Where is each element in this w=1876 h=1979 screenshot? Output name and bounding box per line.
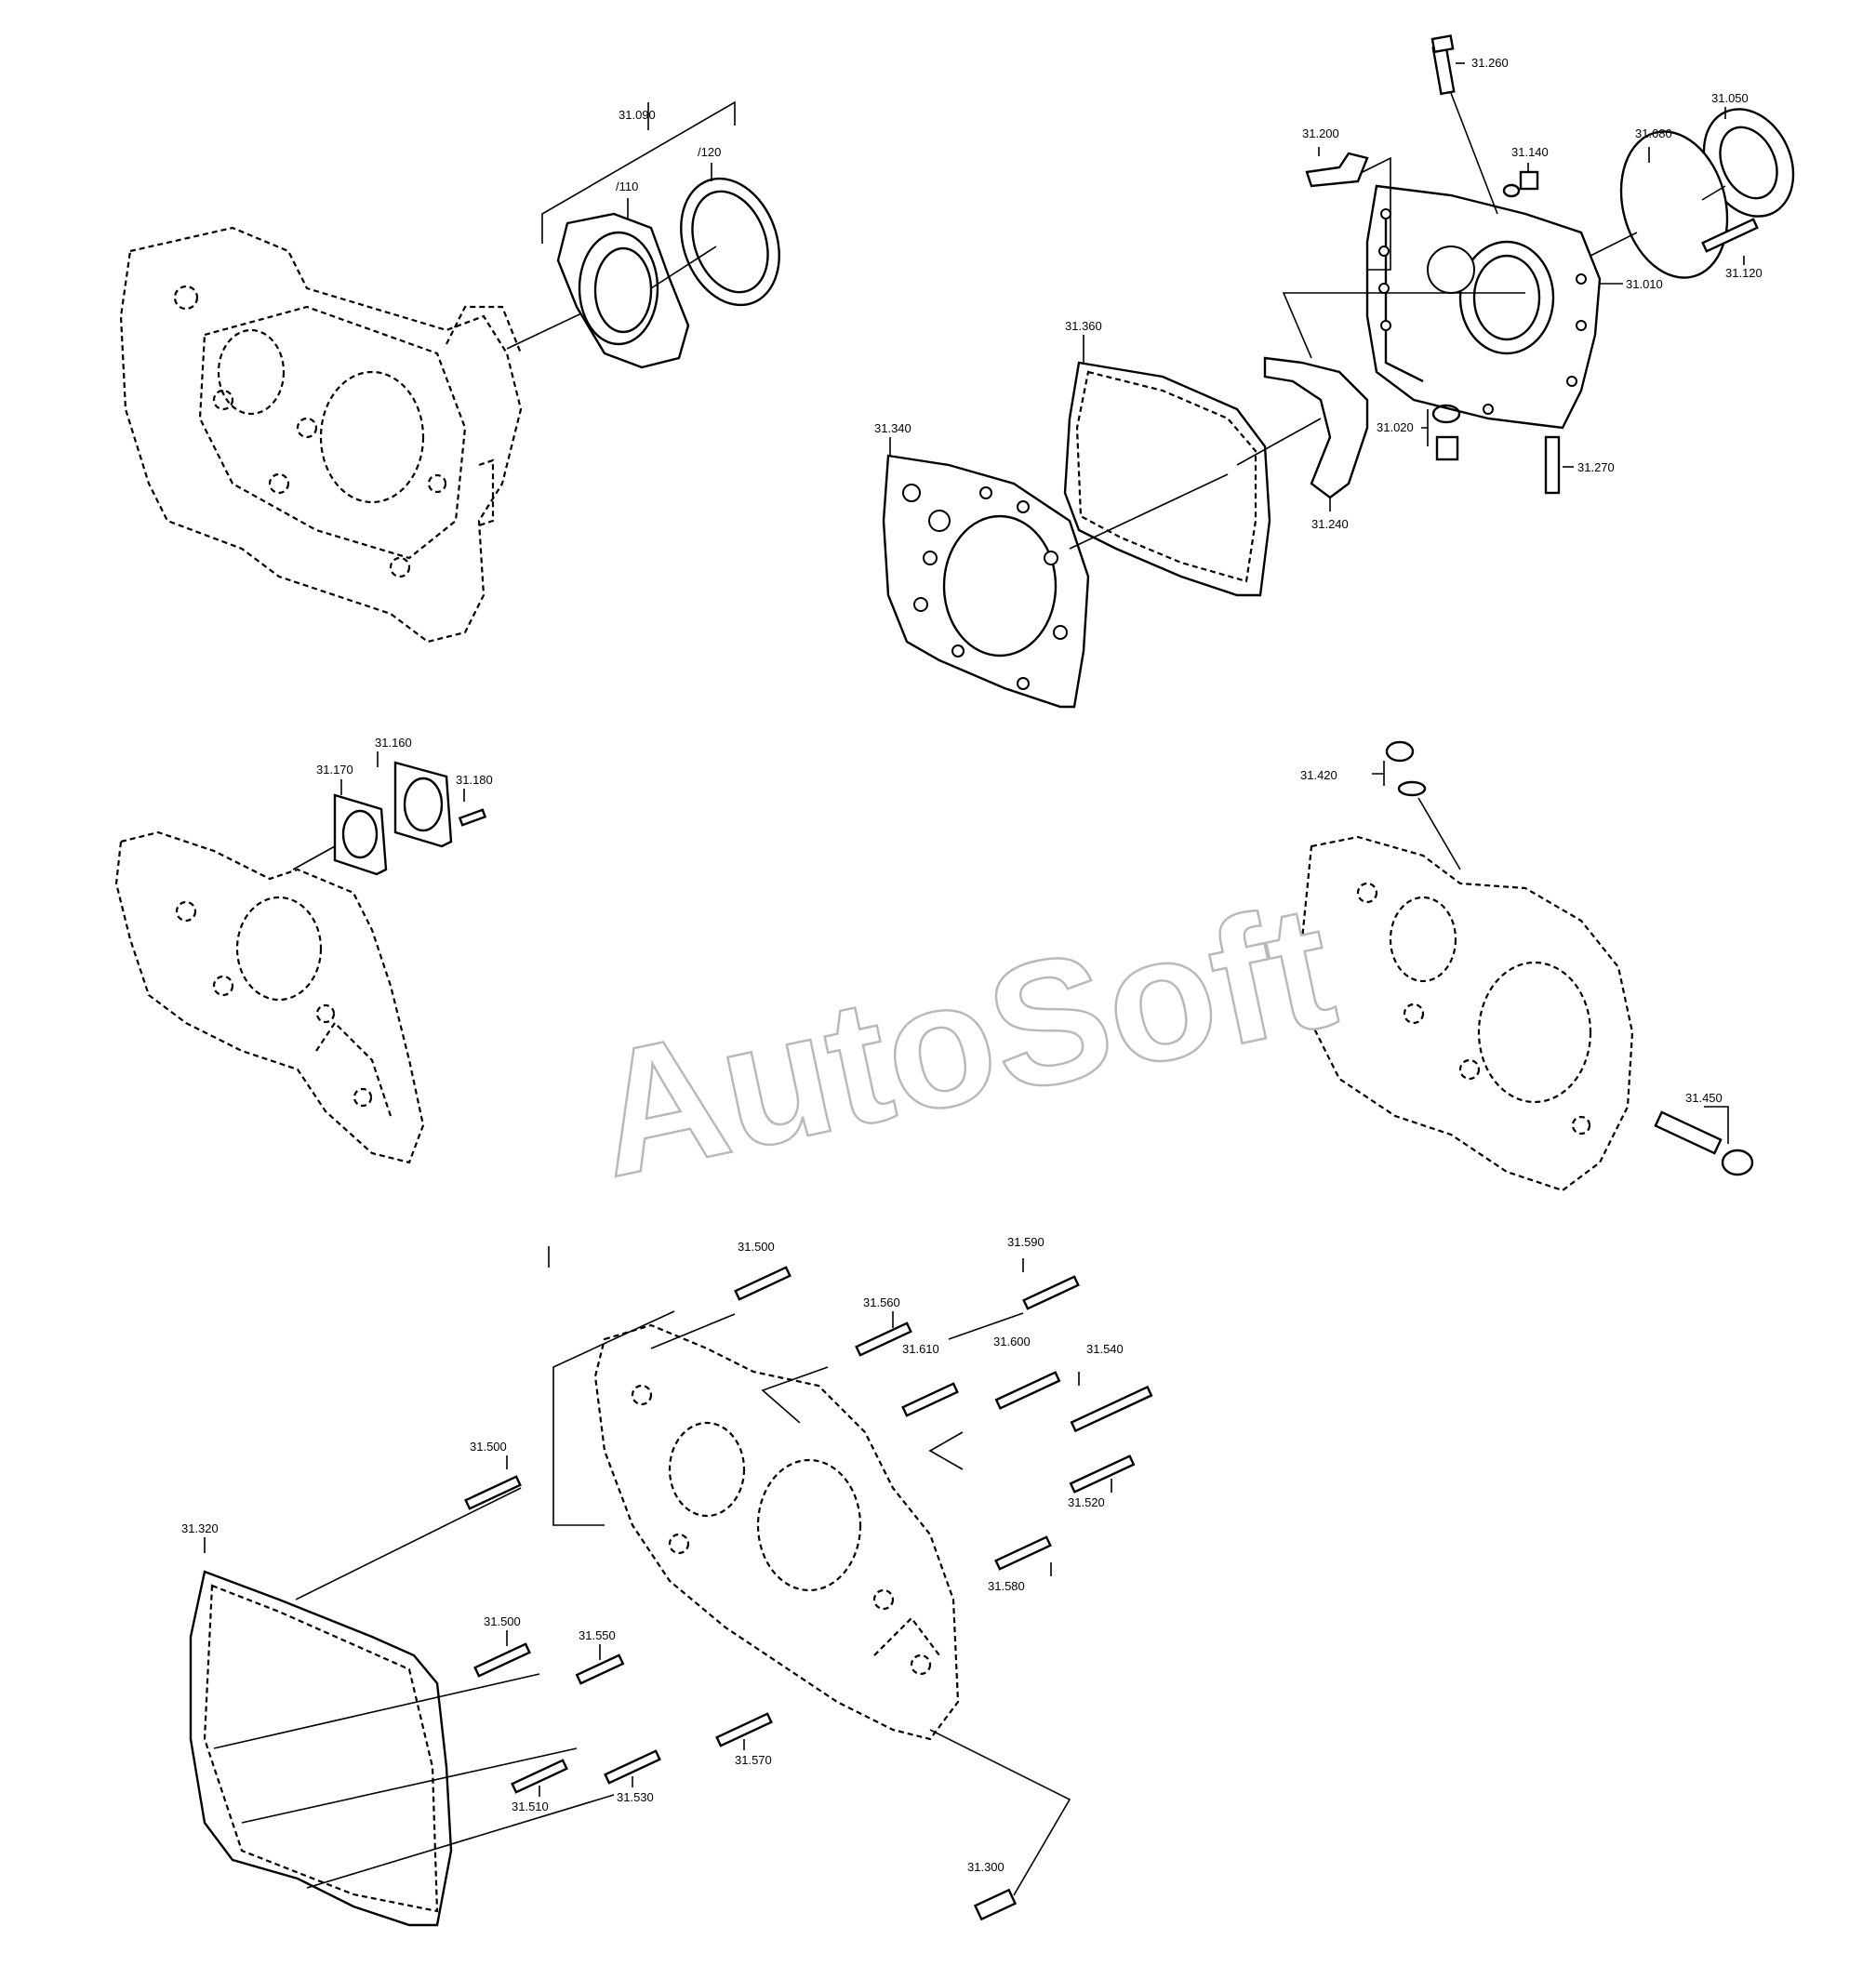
label-31170: 31.170 bbox=[316, 763, 353, 777]
plug-31020 bbox=[1431, 404, 1461, 461]
bolts-bottom bbox=[464, 1266, 1153, 1921]
housing-top-left bbox=[119, 226, 523, 644]
callout-labels: 31.090 /110 /120 31.260 31.050 31.200 31… bbox=[181, 56, 1763, 1874]
label-31090: 31.090 bbox=[619, 108, 656, 122]
label-31050: 31.050 bbox=[1711, 91, 1749, 105]
label-31300: 31.300 bbox=[967, 1860, 1005, 1874]
label-31500-mid: 31.500 bbox=[470, 1440, 507, 1454]
housing-middle-left bbox=[114, 830, 425, 1164]
label-31540: 31.540 bbox=[1086, 1342, 1124, 1356]
fork-31240 bbox=[1263, 356, 1369, 499]
bearing-housing-110 bbox=[556, 212, 690, 369]
label-31560: 31.560 bbox=[863, 1295, 900, 1309]
label-31570: 31.570 bbox=[735, 1753, 772, 1767]
label-31610: 31.610 bbox=[902, 1342, 939, 1356]
gasket-31170 bbox=[333, 793, 388, 876]
plug-31140 bbox=[1502, 170, 1539, 198]
label-31160: 31.160 bbox=[375, 736, 412, 750]
label-31340: 31.340 bbox=[874, 421, 911, 435]
label-31320: 31.320 bbox=[181, 1521, 219, 1535]
label-31260: 31.260 bbox=[1471, 56, 1509, 70]
label-110: /110 bbox=[616, 179, 638, 193]
housing-middle-right bbox=[1300, 835, 1634, 1192]
gasket-31360 bbox=[1063, 361, 1271, 597]
watermark: AutoSoft bbox=[579, 867, 1349, 1215]
housing-bottom bbox=[593, 1323, 960, 1741]
cover-31010 bbox=[1365, 184, 1602, 430]
label-31140: 31.140 bbox=[1511, 145, 1549, 159]
label-31080: 31.080 bbox=[1635, 126, 1672, 140]
label-31510: 31.510 bbox=[512, 1800, 549, 1813]
bolt-31120 bbox=[1701, 218, 1759, 253]
label-31600: 31.600 bbox=[993, 1335, 1031, 1348]
cover-31160 bbox=[393, 761, 453, 848]
label-120: /120 bbox=[698, 145, 721, 159]
label-31580: 31.580 bbox=[988, 1579, 1025, 1593]
label-31450: 31.450 bbox=[1685, 1091, 1723, 1105]
label-31180: 31.180 bbox=[456, 773, 493, 787]
label-31240: 31.240 bbox=[1311, 517, 1349, 531]
label-31120: 31.120 bbox=[1725, 266, 1763, 280]
label-31010: 31.010 bbox=[1626, 277, 1663, 291]
label-31530: 31.530 bbox=[617, 1790, 654, 1804]
label-31590: 31.590 bbox=[1007, 1235, 1044, 1249]
label-31020: 31.020 bbox=[1377, 420, 1414, 434]
label-31500-bottom: 31.500 bbox=[484, 1614, 521, 1628]
cover-plate-31080 bbox=[1619, 130, 1729, 279]
bolt-31260 bbox=[1430, 34, 1456, 96]
gasket-31340 bbox=[882, 454, 1090, 709]
sensor-31450 bbox=[1654, 1110, 1754, 1176]
label-31420: 31.420 bbox=[1300, 768, 1337, 782]
seal-120 bbox=[680, 177, 780, 307]
label-31360: 31.360 bbox=[1065, 319, 1102, 333]
label-31550: 31.550 bbox=[579, 1628, 616, 1642]
gasket-31320 bbox=[189, 1570, 453, 1927]
label-31500-top: 31.500 bbox=[738, 1240, 775, 1254]
plug-31420 bbox=[1385, 740, 1427, 797]
pipe-31200 bbox=[1305, 152, 1369, 188]
label-31200: 31.200 bbox=[1302, 126, 1339, 140]
bolt-31180 bbox=[458, 808, 487, 827]
bolt-31270 bbox=[1544, 435, 1561, 495]
label-31520: 31.520 bbox=[1068, 1495, 1105, 1509]
label-31270: 31.270 bbox=[1577, 460, 1615, 474]
